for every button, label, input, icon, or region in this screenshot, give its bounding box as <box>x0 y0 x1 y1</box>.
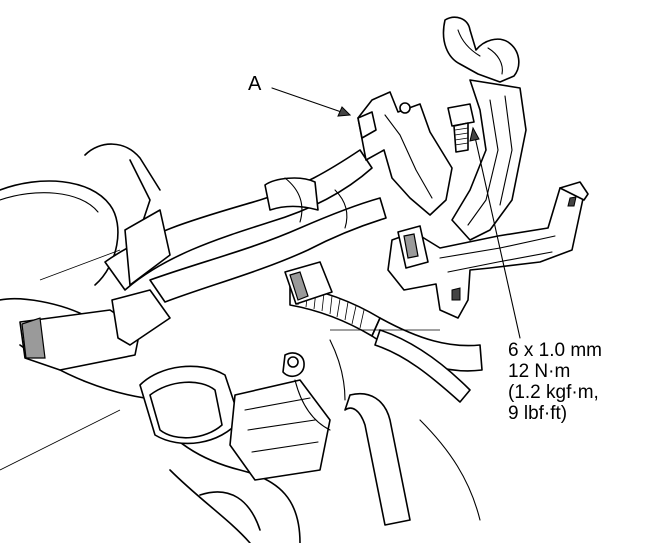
clip-bracket <box>442 16 527 241</box>
bracket-a <box>357 91 453 216</box>
torque-lbfft-text: 9 lbf·ft) <box>508 403 568 424</box>
bolt <box>447 103 475 153</box>
torque-spec-callout: 6 x 1.0 mm 12 N·m (1.2 kgf·m, 9 lbf·ft) <box>508 340 602 424</box>
sensor-housing <box>139 352 331 481</box>
harness-connector <box>284 261 333 305</box>
callout-label-a: A <box>248 73 262 95</box>
torque-nm-text: 12 N·m <box>508 361 571 382</box>
cable-lower-right <box>294 329 481 526</box>
mounting-arm <box>387 181 589 319</box>
bolt-size-text: 6 x 1.0 mm <box>508 340 602 361</box>
leader-lines <box>271 87 521 339</box>
torque-kgfm-text: (1.2 kgf·m, <box>508 382 599 403</box>
left-bracket <box>19 209 171 371</box>
